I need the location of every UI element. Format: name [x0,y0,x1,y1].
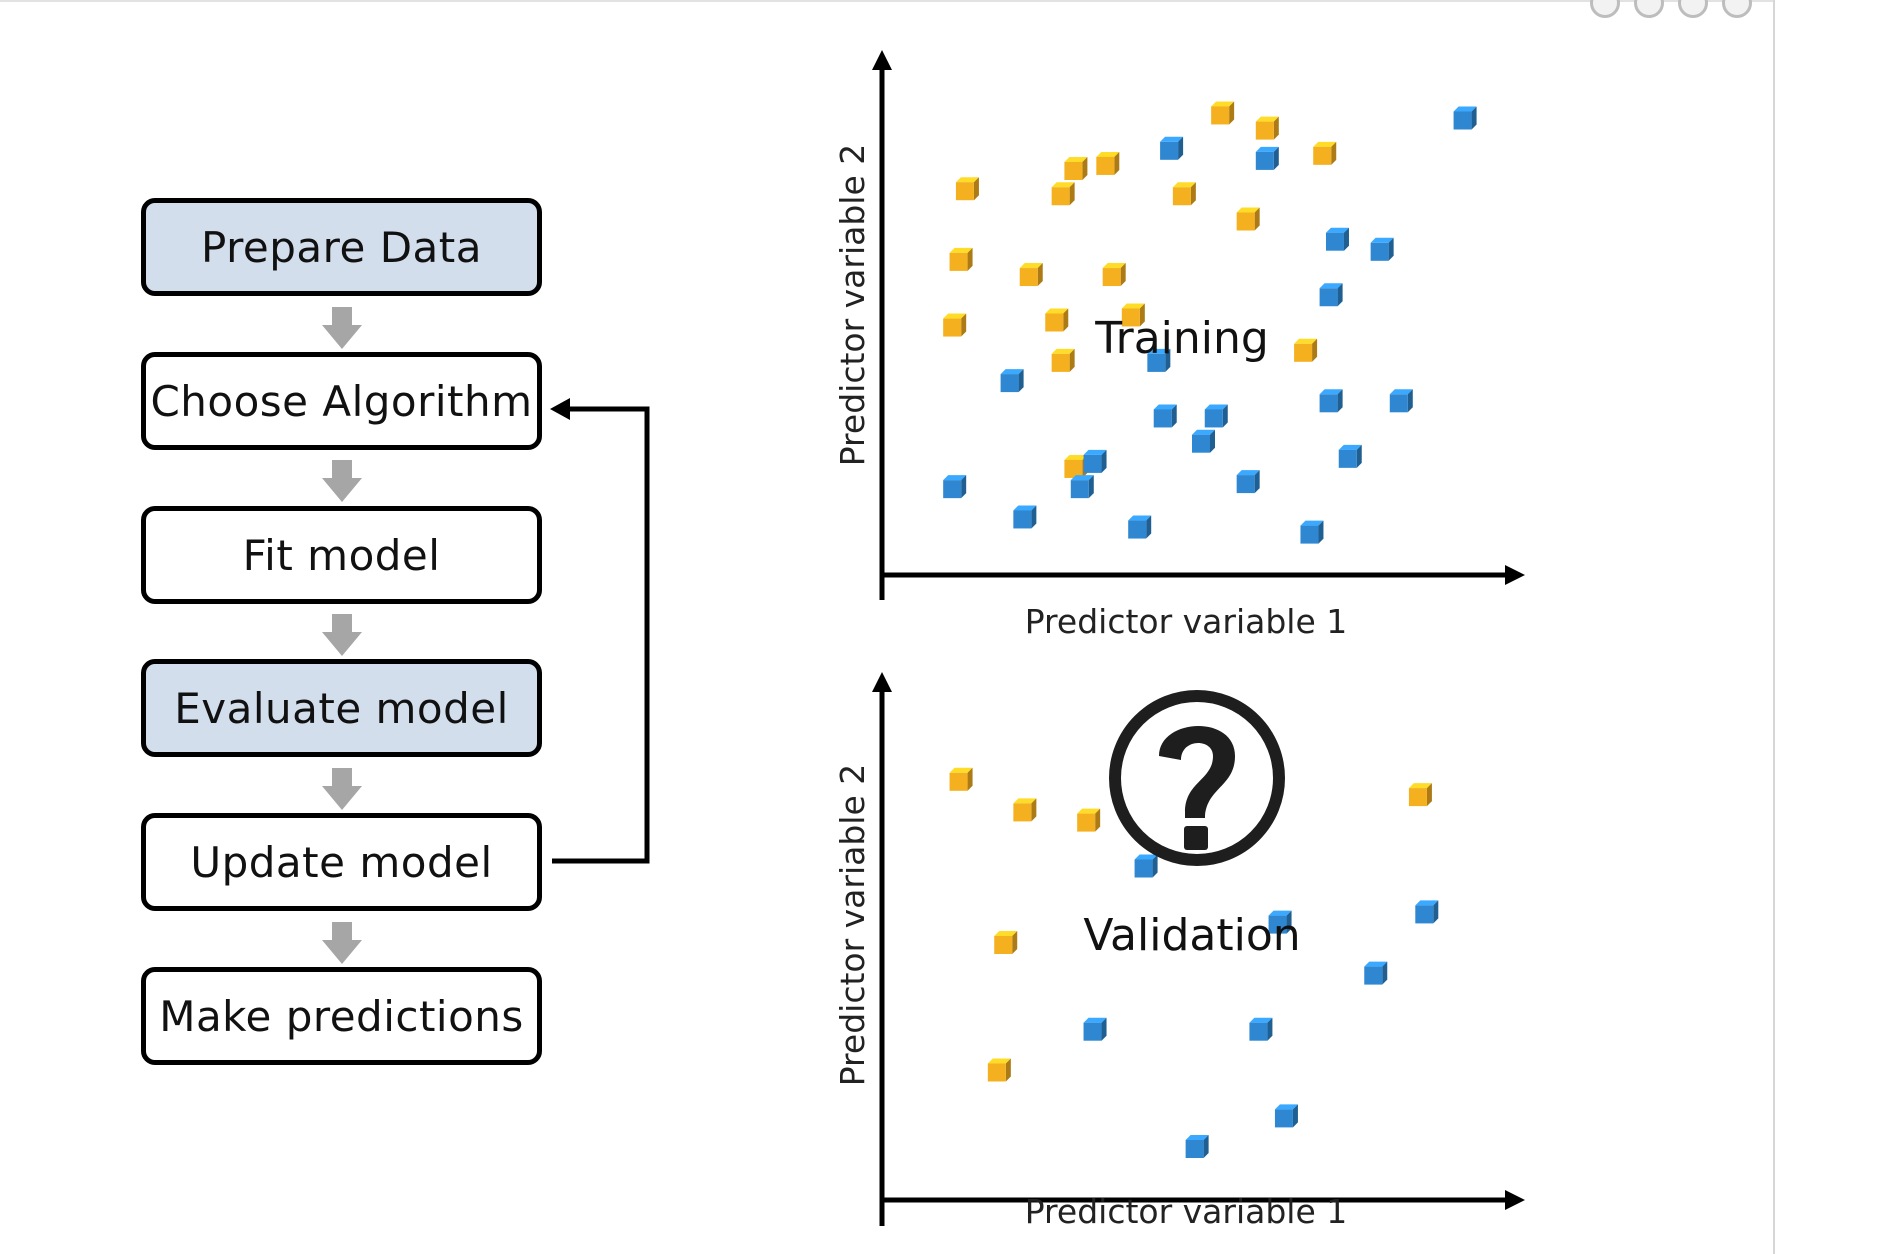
scatter-point [1319,283,1343,307]
scatter-point [943,313,967,337]
step-choose-algorithm: Choose Algorithm [141,352,542,450]
scatter-point [1121,303,1145,327]
x-axis-arrowhead-icon [1505,1190,1525,1210]
scatter-point [1160,136,1184,160]
scatter-point [1064,157,1088,180]
down-arrow-icon [322,922,362,964]
step-update-model: Update model [141,813,542,911]
x-axis-arrowhead-icon [1505,565,1525,585]
top-border-line [0,0,1773,2]
scatter-point [1249,1017,1273,1041]
step-prepare-data: Prepare Data [141,198,542,296]
control-dot-icon[interactable] [1634,0,1664,18]
y-axis-label: Predictor variable 2 [833,764,872,1087]
right-scroll-panel[interactable] [1773,0,1904,1254]
scatter-point [994,931,1018,954]
scatter-point [1415,900,1439,924]
step-evaluate-model: Evaluate model [141,659,542,757]
scatter-point [1370,237,1394,261]
question-mark-icon [1109,690,1285,866]
down-arrow-icon [322,768,362,810]
scatter-point [1172,182,1196,206]
down-arrow-icon [322,307,362,349]
scatter-point [1255,146,1279,170]
scatter-point [1211,101,1235,125]
x-axis-label: Predictor variable 1 [1025,1192,1348,1231]
down-arrow-icon [322,614,362,656]
down-arrow-icon [322,460,362,502]
scatter-point [1389,389,1413,413]
feedback-loop-arrow [550,398,650,864]
scatter-point [1185,1135,1209,1158]
scatter-point [1096,151,1120,175]
scatter-point [1453,106,1477,130]
control-dot-icon[interactable] [1722,0,1752,18]
scatter-point [1153,404,1177,428]
step-label: Make predictions [159,991,524,1041]
scatter-point [1134,854,1158,878]
scatter-point [1294,338,1318,362]
scatter-point [1013,505,1037,529]
scatter-point [943,475,967,499]
scatter-point [1338,444,1362,468]
scatter-point [1083,1017,1107,1041]
scatter-point [1274,1104,1298,1128]
training-points [943,101,1477,544]
scatter-point [1051,182,1075,206]
scatter-point [1408,783,1432,807]
scatter-point [1300,520,1324,544]
scatter-point [1268,910,1292,934]
step-label: Evaluate model [174,683,509,733]
step-fit-model: Fit model [141,506,542,604]
scatter-point [1236,470,1260,494]
step-make-predictions: Make predictions [141,967,542,1065]
scatter-point [1128,515,1152,539]
control-dot-icon[interactable] [1678,0,1708,18]
plot-title: Training [1094,313,1269,364]
step-label: Prepare Data [201,222,482,272]
y-axis-arrowhead-icon [872,50,892,70]
step-label: Update model [190,837,493,887]
validation-points [949,767,1439,1158]
scatter-point [1255,116,1279,140]
validation-scatter-plot: Validation Predictor variable 1 Predicto… [833,672,1525,1231]
scatter-point [1102,263,1126,287]
scatter-point [1147,348,1171,372]
training-scatter-plot: Training Predictor variable 1 Predictor … [833,50,1525,641]
scatter-point [1204,404,1228,428]
scatter-point [1013,798,1037,822]
scatter-point [1077,808,1101,832]
scatter-point [1070,475,1094,499]
scatter-point [987,1058,1011,1082]
scatter-point [1325,227,1349,251]
scatter-point [955,177,979,201]
scatter-point [949,247,973,271]
scatter-point [1364,961,1388,985]
plot-title: Validation [1083,910,1300,961]
step-label: Fit model [242,530,441,580]
control-dot-icon[interactable] [1590,0,1620,18]
scatter-point [949,767,973,791]
x-axis-label: Predictor variable 1 [1025,602,1348,641]
scatter-point [1236,207,1260,231]
y-axis-arrowhead-icon [872,672,892,692]
scatter-point [1313,141,1337,165]
step-label: Choose Algorithm [150,376,533,426]
scatter-point [1192,429,1215,453]
scatter-point [1019,263,1043,287]
scatter-point [1000,369,1024,393]
scatter-point [1083,449,1107,473]
arrowhead-left-icon [550,398,570,420]
scatter-point [1051,348,1075,372]
scatter-point [1045,308,1069,332]
y-axis-label: Predictor variable 2 [833,144,872,467]
scatter-point [1319,389,1343,413]
